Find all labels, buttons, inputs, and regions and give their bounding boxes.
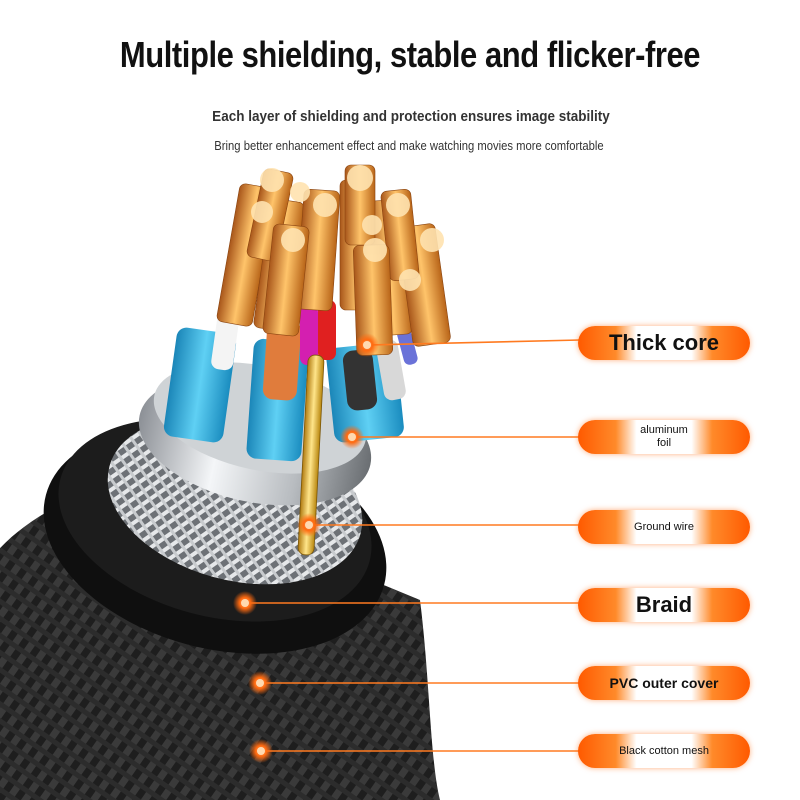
callout-label: Black cotton mesh <box>619 744 709 757</box>
callout-pvc-outer-cover: PVC outer cover <box>578 666 750 700</box>
callout-ground-wire: Ground wire <box>578 510 750 544</box>
callout-dots <box>233 333 379 763</box>
callout-thick-core: Thick core <box>578 326 750 360</box>
callout-aluminum-foil: aluminum foil <box>578 420 750 454</box>
callout-black-cotton-mesh: Black cotton mesh <box>578 734 750 768</box>
callout-label: aluminum foil <box>640 424 688 449</box>
callout-label: Ground wire <box>634 520 694 533</box>
subtitle: Each layer of shielding and protection e… <box>212 108 610 125</box>
page-title: Multiple shielding, stable and flicker-f… <box>119 34 701 75</box>
callout-label: Braid <box>635 592 693 618</box>
callout-braid: Braid <box>578 588 750 622</box>
tagline: Bring better enhancement effect and make… <box>214 139 604 153</box>
callout-label: Thick core <box>608 330 720 356</box>
callout-label: PVC outer cover <box>609 674 719 691</box>
